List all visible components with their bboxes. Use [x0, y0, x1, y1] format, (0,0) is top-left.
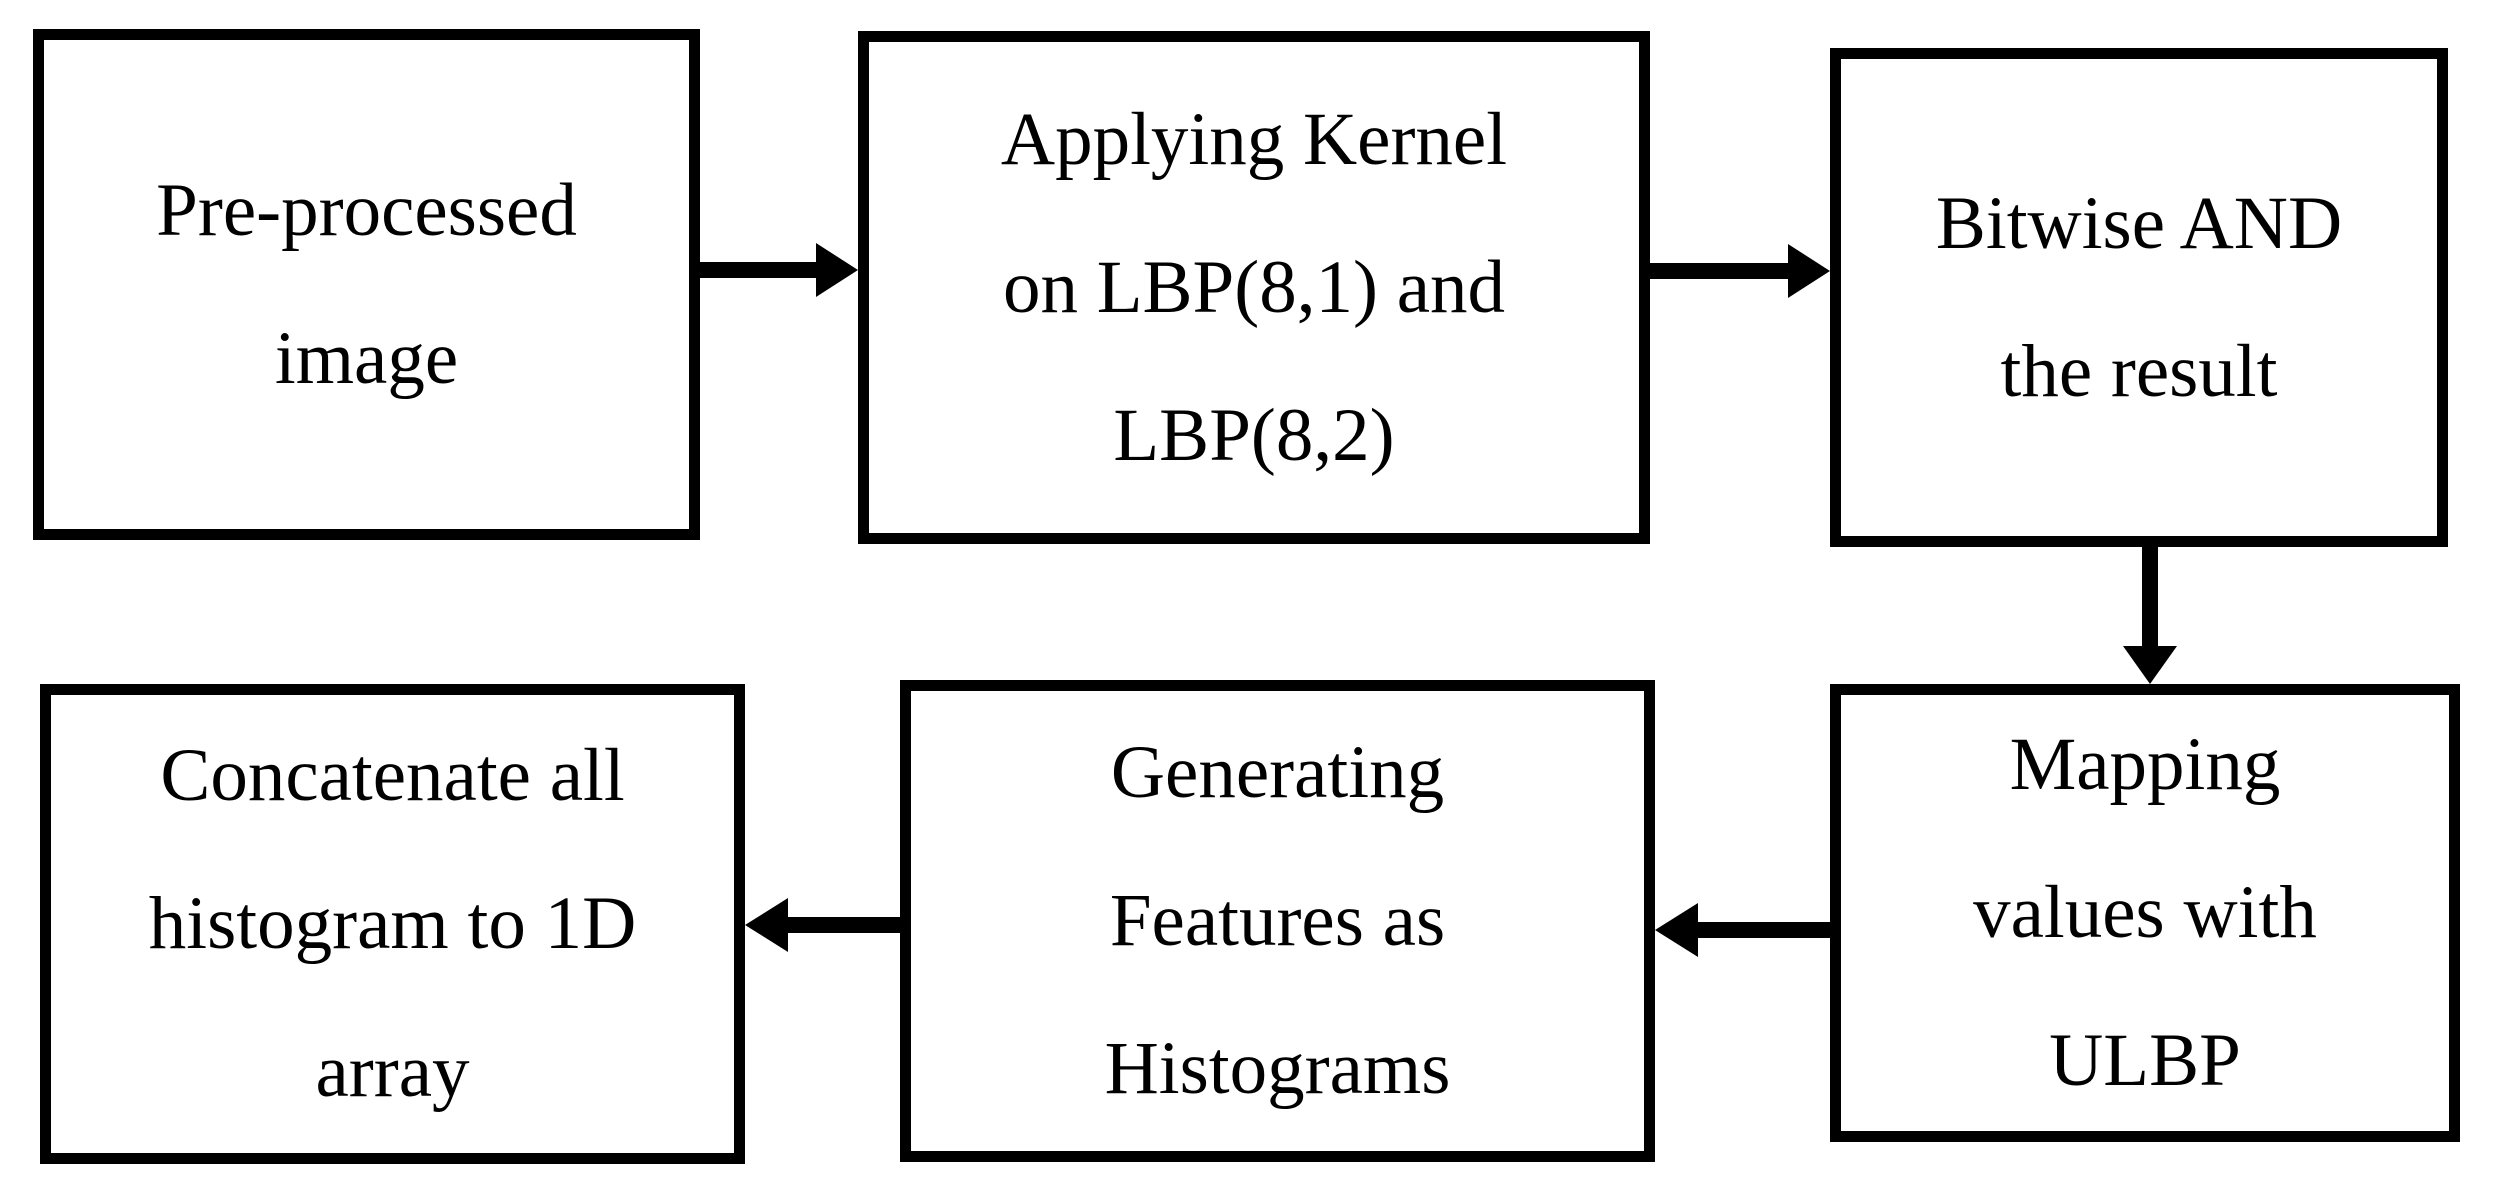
arrow-kernel-to-bitwise-icon	[1650, 244, 1830, 298]
node-applying-kernel: Applying Kernel on LBP(8,1) and LBP(8,2)	[858, 31, 1650, 544]
node-generating-histograms: Generating Features as Histograms	[900, 680, 1655, 1162]
node-mapping-ulbp: Mapping values with ULBP	[1830, 684, 2460, 1142]
arrow-generating-to-concatenate-icon	[745, 898, 900, 952]
arrow-bitwise-to-mapping-icon	[2123, 547, 2177, 684]
arrow-mapping-to-generating-icon	[1655, 903, 1830, 957]
node-pre-processed-image: Pre-processed image	[33, 29, 700, 540]
node-concatenate-1d: Concatenate all histogram to 1D array	[40, 684, 745, 1164]
node-bitwise-and: Bitwise AND the result	[1830, 48, 2448, 547]
arrow-preprocessed-to-kernel-icon	[700, 243, 858, 297]
